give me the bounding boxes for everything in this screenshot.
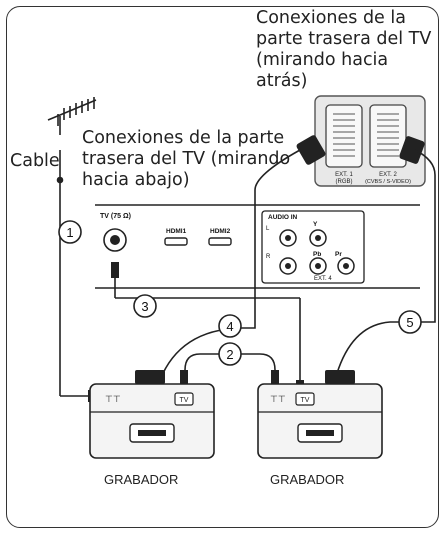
recorder-left-scart-icon: [135, 370, 165, 384]
down-view-title: Conexiones de la parte trasera del TV (m…: [82, 128, 291, 190]
callout-1-num: 1: [66, 225, 73, 240]
callout-4: [218, 314, 242, 338]
ext1-sub: (RGB): [336, 179, 353, 185]
svg-text:⊤⊤: ⊤⊤: [105, 394, 121, 404]
tv-antenna-label: TV (75 Ω): [100, 213, 131, 220]
callout-5: [398, 310, 422, 334]
tv-connector-panel: TV (75 Ω) HDMI1 HDMI2 AUDIO IN L R Y Pb …: [95, 204, 420, 289]
svg-text:⊤⊤: ⊤⊤: [270, 394, 286, 404]
callout-2: [218, 342, 242, 366]
callout-3-num: 3: [141, 299, 148, 314]
callout-4-num: 4: [226, 319, 233, 334]
svg-text:EXT. 4: EXT. 4: [314, 276, 332, 282]
ext2-sub: (CVBS / S-VIDEO): [365, 179, 411, 185]
callout-5-num: 5: [406, 315, 413, 330]
svg-text:R: R: [266, 254, 271, 260]
antenna-plug-icon: [111, 262, 119, 278]
back-view-title: Conexiones de la parte trasera del TV (m…: [256, 8, 432, 91]
scart-panel: EXT. 1 (RGB) EXT. 2 (CVBS / S-VIDEO): [314, 95, 426, 187]
recorder-left-label: GRABADOR: [104, 472, 179, 487]
callout-2-num: 2: [226, 347, 233, 362]
scart-plug-right-icon: [399, 136, 425, 164]
recorder-right-tv-badge: TV: [301, 397, 310, 404]
svg-text:Pb: Pb: [313, 251, 321, 258]
hdmi1-label: HDMI1: [166, 228, 187, 235]
antenna-icon: [47, 97, 97, 135]
callout-1: [58, 220, 82, 244]
cable-label: Cable: [10, 151, 60, 171]
svg-text:Pr: Pr: [335, 251, 342, 258]
svg-text:L: L: [266, 226, 270, 232]
recorder-right-label: GRABADOR: [270, 472, 345, 487]
recorder-right-scart-icon: [325, 370, 355, 384]
audio-in-label: AUDIO IN: [268, 214, 298, 221]
recorder-left: ⊤⊤ TV: [89, 370, 215, 459]
ext1-label: EXT. 1: [335, 172, 353, 178]
diagram-frame: [6, 6, 439, 528]
hdmi2-label: HDMI2: [210, 228, 231, 235]
scart-plug-left-icon: [296, 135, 326, 165]
svg-text:Y: Y: [313, 221, 318, 228]
callout-3: [133, 294, 157, 318]
recorder-left-tv-badge: TV: [180, 397, 189, 404]
ext2-label: EXT. 2: [379, 172, 397, 178]
recorder-right: ⊤⊤ TV: [257, 370, 383, 459]
